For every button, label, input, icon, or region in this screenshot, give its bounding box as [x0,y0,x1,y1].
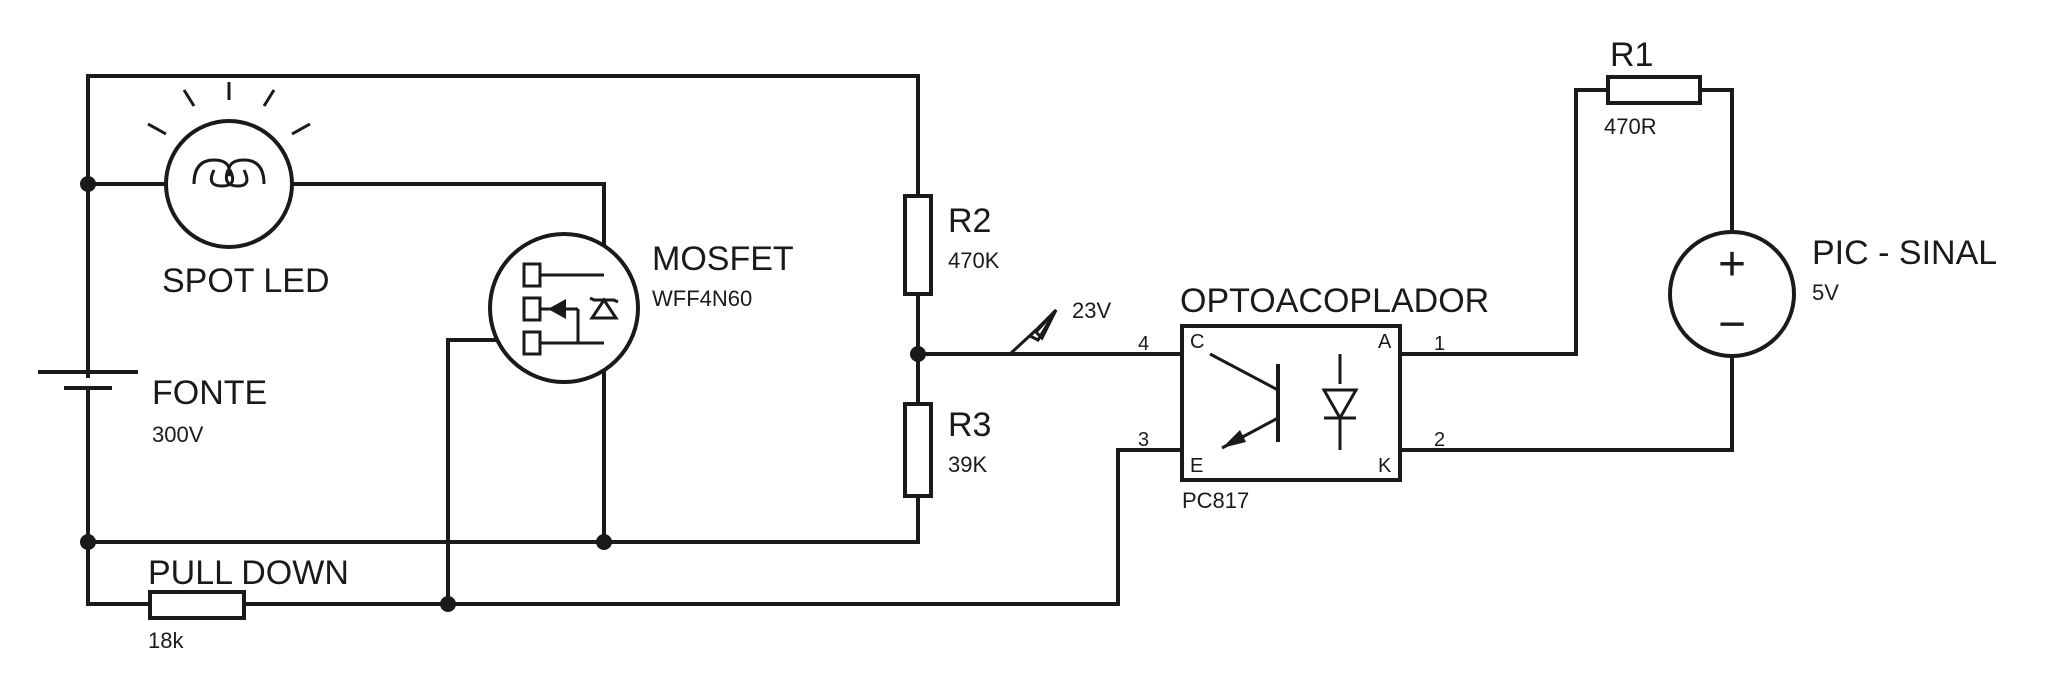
r1-label: R1 [1610,36,1653,74]
mosfet-arrow [548,299,566,319]
fonte-value: 300V [152,422,204,447]
wire-lamp-to-drain [290,182,606,544]
phototransistor-arrow [1222,430,1246,448]
opto-pin-k: K [1378,455,1392,477]
wires [86,74,1734,606]
r1-resistor [1606,75,1702,105]
opto-pin-num-2: 2 [1434,429,1445,451]
junctions [80,176,926,612]
wire-ground-rail [86,494,920,544]
opto-label: OPTOACOPLADOR [1180,282,1489,320]
lamp-ray [147,122,167,136]
opto-led-triangle [1321,388,1359,422]
battery-symbol [38,370,138,390]
pic-sinal-label: PIC - SINAL [1812,234,1997,272]
source-minus-sign: − [1718,298,1746,351]
r1-value: 470R [1604,114,1657,139]
opto-part: PC817 [1182,488,1249,513]
mosfet-label: MOSFET [652,240,794,278]
voltage-probe-icon [1008,308,1058,356]
lamp-ray [262,89,276,107]
lamp-icon [147,82,311,249]
mosfet-value: WFF4N60 [652,286,752,311]
opto-led [1321,354,1359,450]
r3-label: R3 [948,406,991,444]
lamp-ray [182,89,196,107]
wire-opto-a [1398,88,1610,356]
r2-value: 470K [948,248,1000,273]
opto-pin-a: A [1378,331,1392,353]
junction-dot [80,534,96,550]
pull-down-value: 18k [148,628,184,653]
mosfet-body-diode [589,297,619,320]
wire-opto-e [242,448,1184,606]
opto-pin-num-3: 3 [1138,429,1149,451]
lamp-ray [291,122,311,136]
probe-arrow-outline [1033,308,1058,341]
junction-dot [80,176,96,192]
wire-gate [446,338,510,606]
fonte-label: FONTE [152,374,267,412]
r3-value: 39K [948,452,987,477]
mosfet-diode-bar [589,296,619,304]
pull-down-label: PULL DOWN [148,554,349,592]
wire-opto-k [1398,354,1734,452]
wire-top-rail [86,74,920,378]
phototransistor-collector [1209,352,1279,392]
pic-sinal-value: 5V [1812,280,1839,305]
wire-r1-to-source [1698,88,1734,234]
opto-phototransistor [1209,352,1280,450]
opto-pin-num-1: 1 [1434,333,1445,355]
probe-value: 23V [1072,298,1111,323]
junction-dot [440,596,456,612]
junction-dot [910,346,926,362]
r2-label: R2 [948,202,991,240]
junction-dot [596,534,612,550]
mosfet-symbol [488,232,640,384]
voltage-source-icon [1668,230,1796,358]
r2-resistor [903,194,933,296]
lamp-filament [192,158,266,185]
lamp-filament-loop [224,169,249,188]
pull-down-resistor [148,590,246,620]
opto-pin-num-4: 4 [1138,333,1149,355]
opto-pin-c: C [1190,331,1204,353]
r3-resistor [903,402,933,498]
lamp-filament-loop [209,169,235,188]
opto-body [1180,324,1402,482]
opto-pin-e: E [1190,455,1203,477]
spot-led-label: SPOT LED [162,262,330,300]
source-plus-sign: + [1718,238,1746,291]
